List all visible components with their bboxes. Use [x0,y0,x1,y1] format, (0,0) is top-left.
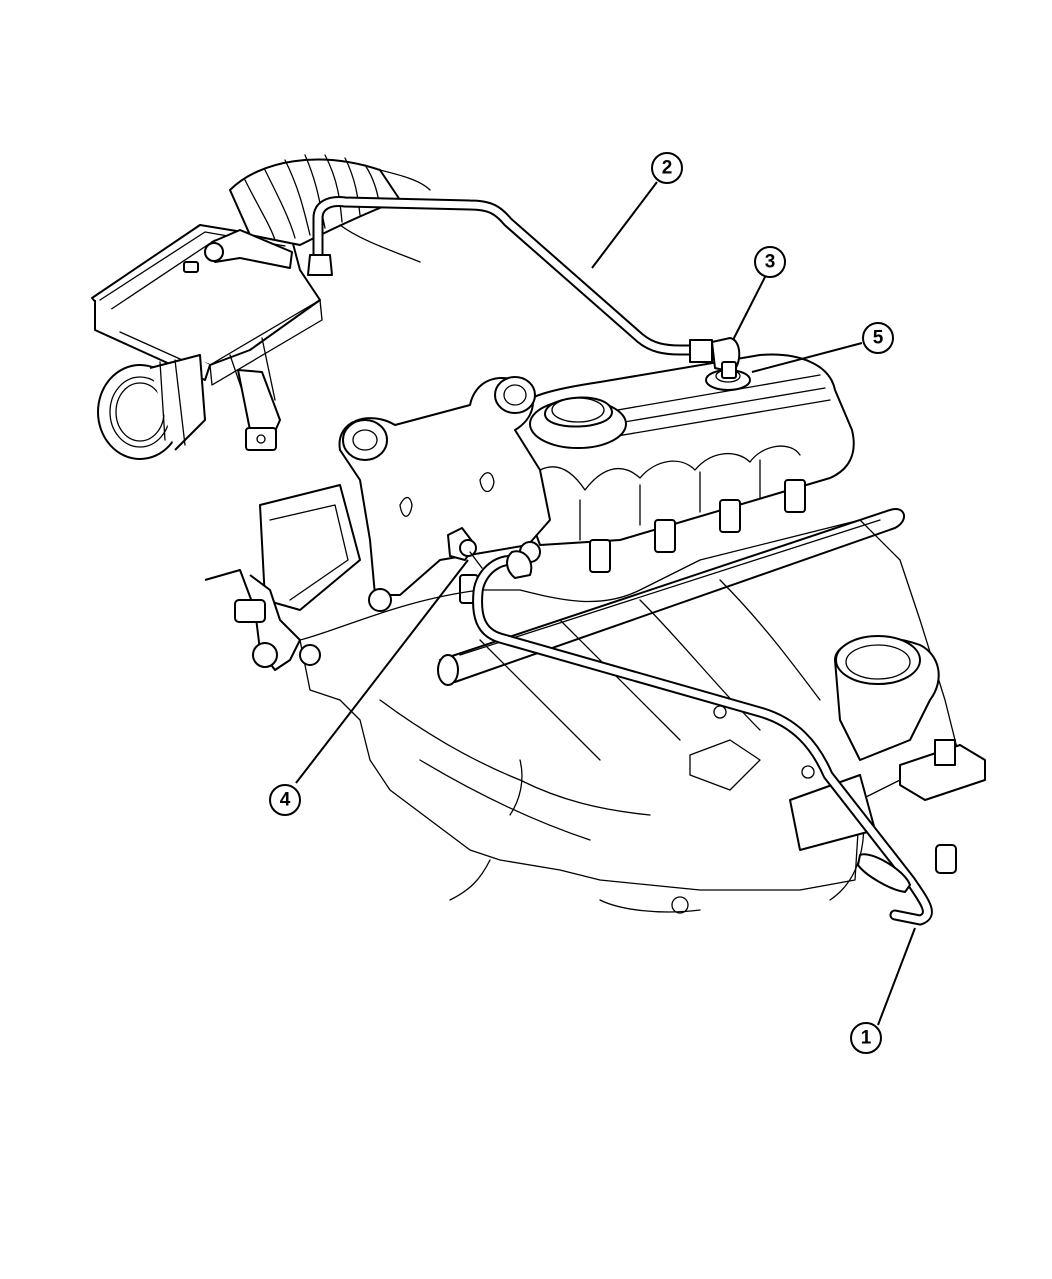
breather-hose [307,196,716,363]
callout-3: 3 [754,246,786,278]
fuel-rail [437,508,905,686]
callout-3-label: 3 [765,252,776,273]
callout-1-leader [877,927,916,1026]
callout-5: 5 [862,322,894,354]
air-intake-hose-bellows [229,154,431,263]
pcv-hose [472,550,957,926]
callout-3-leader [732,276,766,341]
fuel-injectors [459,479,806,604]
callout-2: 2 [651,152,683,184]
callout-5-label: 5 [873,328,884,349]
oil-filler-cap [529,396,627,449]
throttle-linkage-bracket [689,739,986,851]
valve-cover [504,353,855,546]
callout-1-label: 1 [861,1028,872,1049]
air-inlet-duct [97,354,206,460]
callout-4: 4 [269,784,301,816]
callout-2-leader [591,181,658,269]
callout-4-label: 4 [280,790,291,811]
egr-tube-fitting [204,569,321,671]
intake-manifold [259,484,961,914]
breather-fitting-air-cleaner [183,229,293,273]
throttle-body-opening [834,635,940,761]
ignition-coil-bracket [338,376,551,612]
callout-2-label: 2 [662,158,673,179]
crankcase-breather-fitting [447,527,483,569]
callout-1: 1 [850,1022,882,1054]
callout-5-leader [751,342,863,373]
callout-4-leader [295,559,469,784]
pcv-valve [711,337,741,379]
